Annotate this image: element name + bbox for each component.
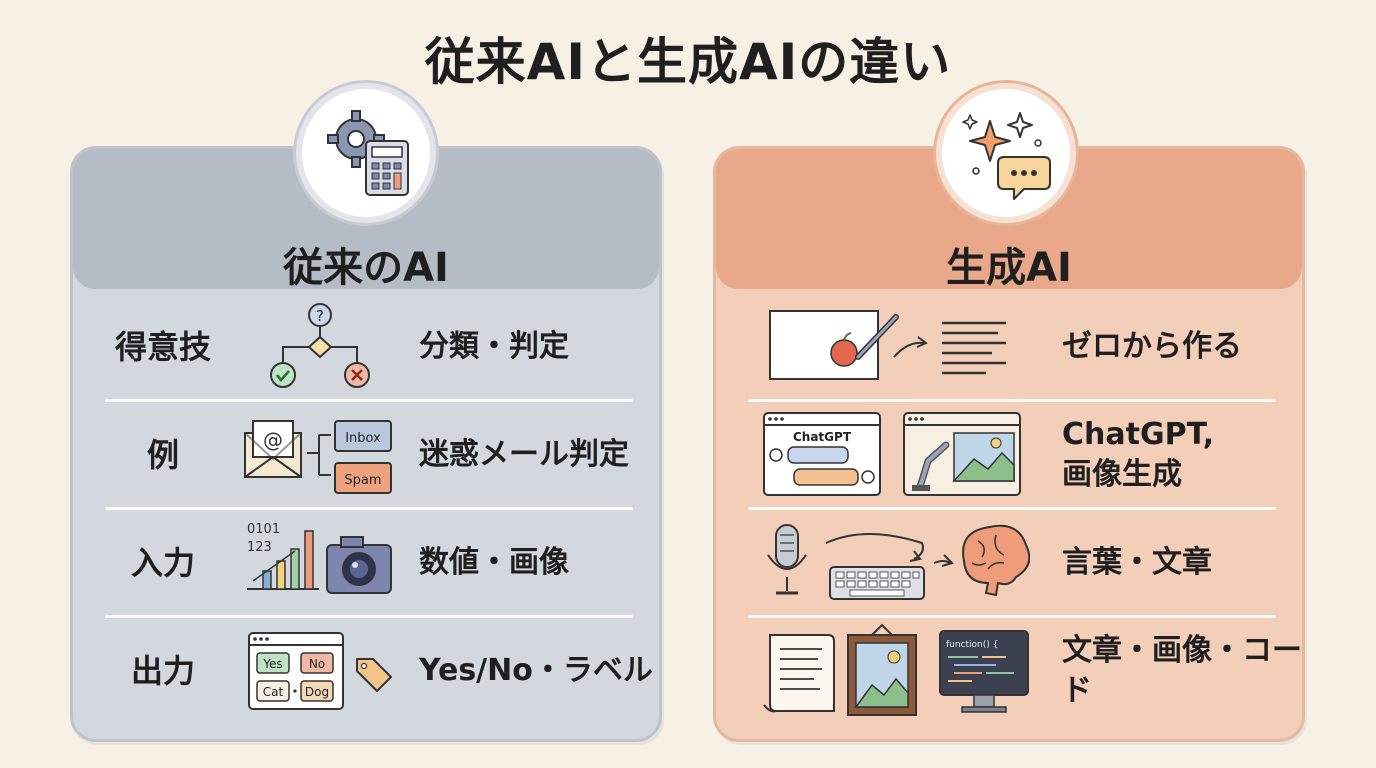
- dog-chip: Dog: [305, 685, 329, 699]
- row-divider: [105, 615, 633, 618]
- gear-calculator-icon: [296, 83, 436, 223]
- generative-row-example: ChatGPT ChatGPT, 画像生成: [716, 403, 1302, 507]
- row-text: ChatGPT, 画像生成: [1062, 417, 1215, 492]
- row-text: 迷惑メール判定: [419, 437, 629, 472]
- label-window-icon: Yes No Cat Dog: [245, 619, 401, 723]
- svg-text:?: ?: [316, 307, 324, 325]
- traditional-row-strength: 得意技 ? 分類・判定: [73, 295, 659, 399]
- row-divider: [105, 507, 633, 510]
- no-chip: No: [309, 657, 325, 671]
- yes-chip: Yes: [262, 657, 282, 671]
- traditional-ai-panel: 従来のAI 得意技 ? 分類・判定 例 @: [70, 146, 662, 742]
- inbox-tag: Inbox: [345, 431, 381, 446]
- sparkles-chat-icon: [936, 83, 1076, 223]
- chart-camera-icon: 0101 123: [243, 511, 399, 615]
- generative-ai-heading: 生成AI: [946, 245, 1072, 291]
- generative-row-output: function() { 文章・画像・コード: [716, 619, 1302, 723]
- row-label: 出力: [130, 652, 195, 690]
- email-sort-icon: @ Inbox Spam: [239, 403, 399, 507]
- row-label: 得意技: [114, 328, 211, 366]
- traditional-row-output: 出力 Yes No Cat Dog Yes/No・ラベル: [73, 619, 659, 723]
- page-title: 従来AIと生成AIの違い: [424, 33, 952, 91]
- row-divider: [748, 399, 1276, 402]
- cat-chip: Cat: [263, 685, 284, 699]
- traditional-row-example: 例 @ Inbox Spam 迷惑メール判定: [73, 403, 659, 507]
- spam-tag: Spam: [344, 473, 381, 488]
- traditional-ai-heading: 従来のAI: [283, 245, 449, 291]
- voice-keyboard-brain-icon: [760, 511, 1031, 615]
- generative-row-input: 言葉・文章: [716, 511, 1302, 615]
- binary-digits: 0101: [247, 522, 280, 537]
- decision-tree-icon: ?: [263, 295, 383, 399]
- generative-ai-panel: 生成AI ゼロから作る: [713, 146, 1305, 742]
- row-label: 例: [146, 436, 179, 474]
- row-label: 入力: [130, 544, 195, 582]
- document-picture-code-icon: function() {: [756, 619, 1036, 723]
- row-text: Yes/No・ラベル: [419, 653, 653, 688]
- draw-to-text-icon: [766, 295, 1026, 399]
- code-snippet: function() {: [946, 640, 998, 650]
- row-divider: [105, 399, 633, 402]
- row-text: 分類・判定: [419, 329, 569, 364]
- svg-text:@: @: [263, 428, 283, 452]
- row-text: 言葉・文章: [1062, 545, 1212, 580]
- traditional-row-input: 入力 0101 123 数値・画像: [73, 511, 659, 615]
- generative-row-create: ゼロから作る: [716, 295, 1302, 399]
- number-digits: 123: [247, 540, 272, 555]
- chatgpt-window-label: ChatGPT: [793, 430, 852, 444]
- row-divider: [748, 615, 1276, 618]
- row-text: ゼロから作る: [1062, 329, 1242, 364]
- row-divider: [748, 507, 1276, 510]
- chat-and-image-app-icon: ChatGPT: [760, 403, 1030, 507]
- row-text: 数値・画像: [419, 545, 569, 580]
- row-text: 文章・画像・コード: [1062, 633, 1302, 708]
